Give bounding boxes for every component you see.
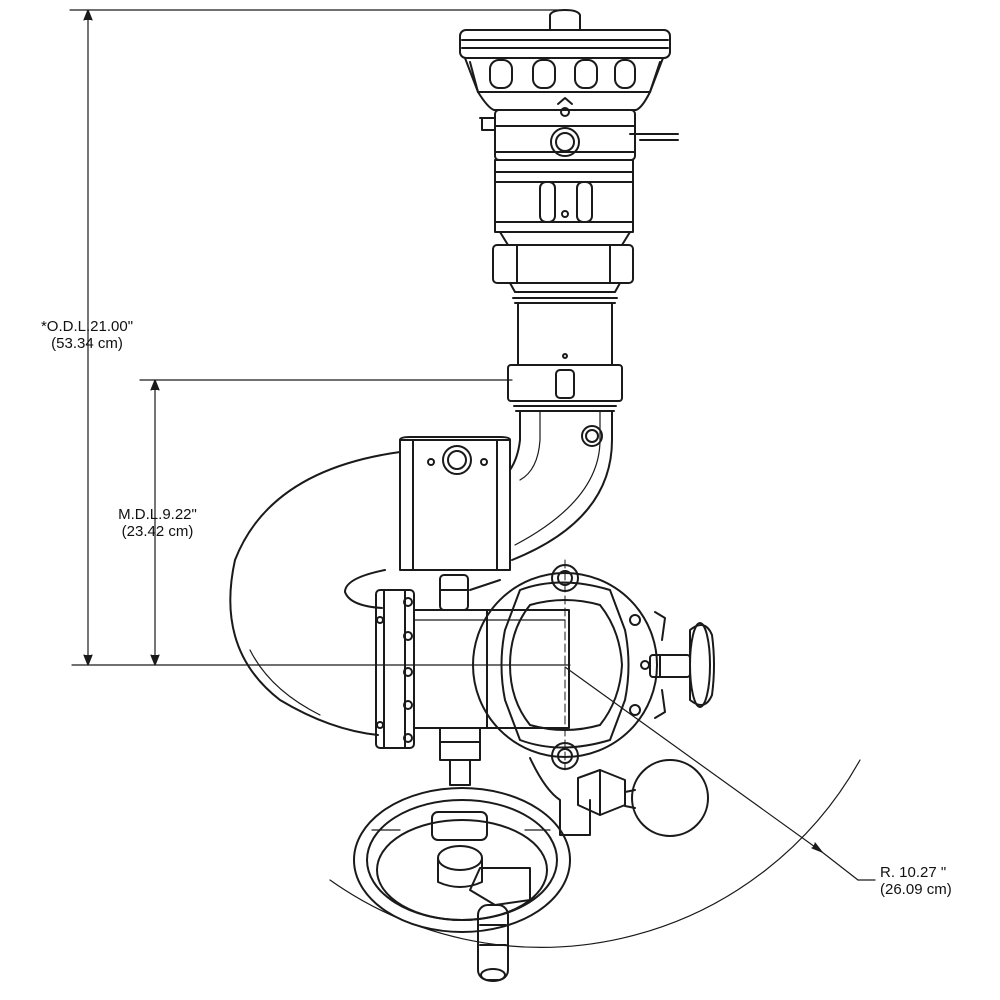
odl-label-text: *O.D.L.21.00" [40,318,134,335]
mdl-label-text: M.D.L.9.22" [118,506,197,523]
mdl-dimension [139,379,513,666]
radius-dimension [329,666,876,948]
swivel-joint [344,569,501,611]
bottom-handwheel [353,787,571,982]
lower-assembly [439,727,709,837]
odl-label: *O.D.L.21.00" (53.34 cm) [22,318,152,352]
radius-label-text: R. 10.27 " [880,864,947,881]
mdl-label: M.D.L.9.22" (23.42 cm) [100,506,215,540]
odl-label-metric: (53.34 cm) [51,335,123,352]
radius-label-metric: (26.09 cm) [880,881,952,898]
waterway-body [229,436,511,736]
side-handwheel [649,622,715,708]
radius-label: R. 10.27 " (26.09 cm) [880,864,990,898]
mdl-label-metric: (23.42 cm) [121,523,194,540]
elbow [509,410,613,561]
shutoff-body [492,159,634,293]
nozzle-tip [459,9,679,161]
riser-pipe [507,291,623,412]
inlet-flange [375,589,570,749]
